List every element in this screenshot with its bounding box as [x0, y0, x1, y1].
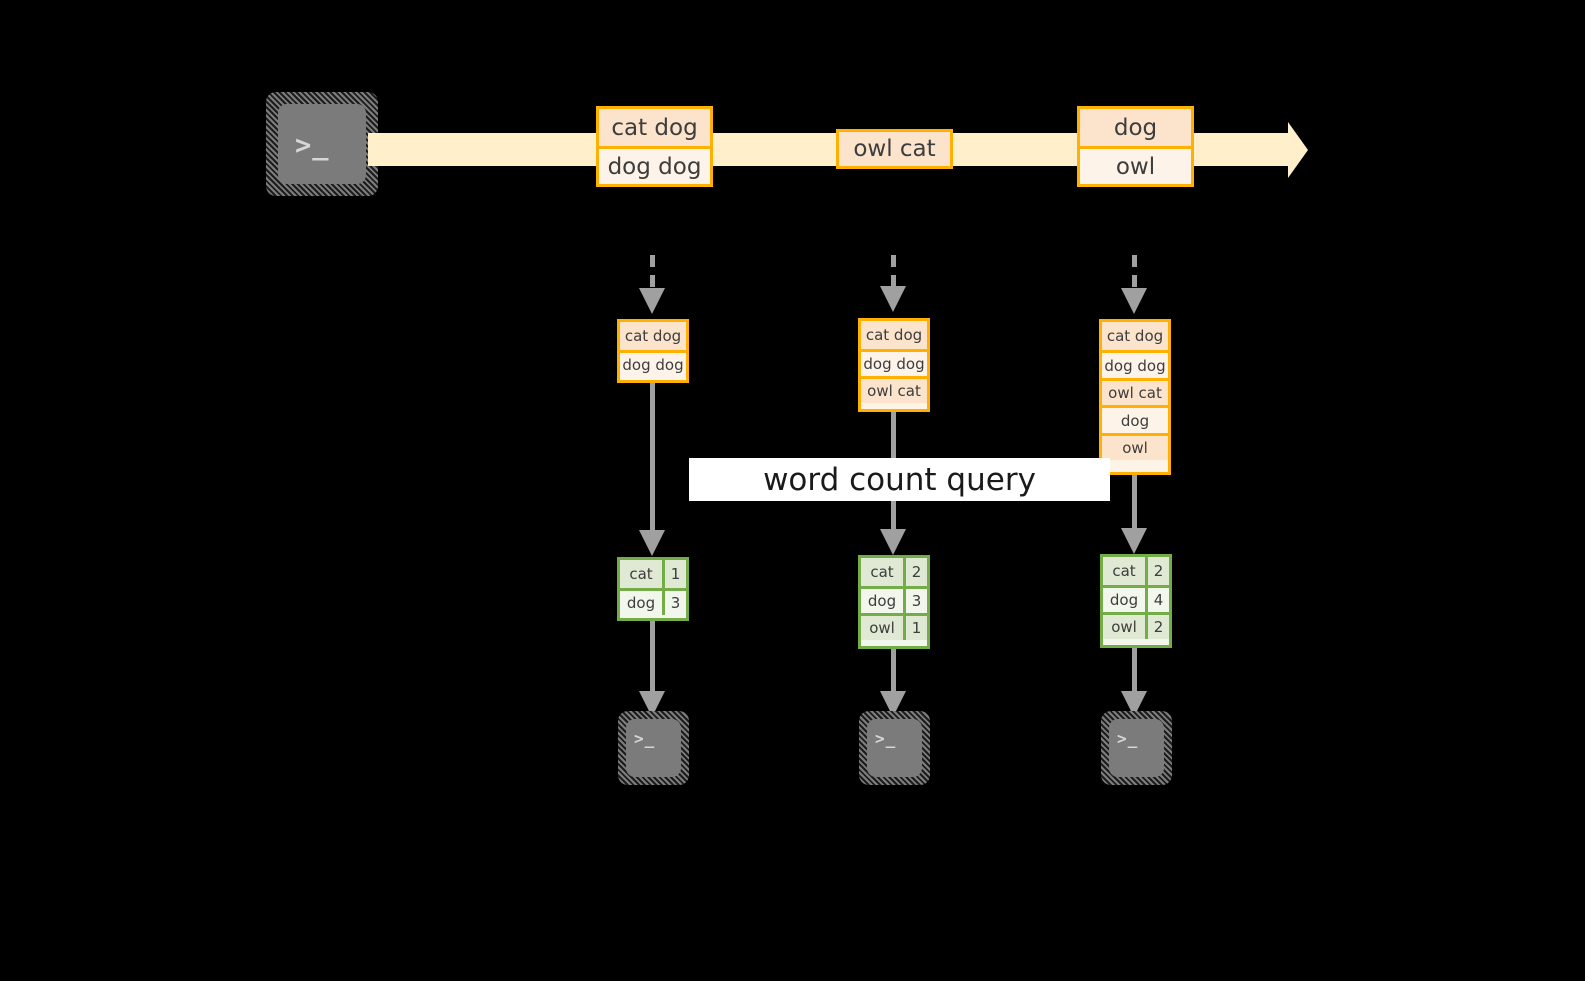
- table-cell-word: dog: [620, 591, 662, 615]
- table-row: owl 1: [861, 613, 927, 640]
- terminal-prompt-glyph: >_: [634, 729, 656, 748]
- table-row: cat 1: [620, 560, 686, 588]
- snapshot-1-feed-line: [650, 255, 655, 295]
- stream-event-line: owl cat: [839, 132, 950, 166]
- terminal-screen: [626, 719, 681, 777]
- snapshot-1-input-line: dog dog: [620, 350, 686, 377]
- snapshot-2-input-line: dog dog: [861, 349, 927, 376]
- table-cell-count: 2: [1145, 615, 1169, 639]
- table-cell-count: 2: [1145, 557, 1169, 585]
- table-row: cat 2: [1103, 557, 1169, 585]
- snapshot-3-input-line: cat dog: [1102, 322, 1168, 350]
- table-cell-word: cat: [861, 558, 903, 586]
- snapshot-3-feed-arrowhead: [1121, 288, 1147, 314]
- terminal-consumer-icon[interactable]: >_: [618, 711, 689, 785]
- snapshot-1-feed-arrowhead: [639, 288, 665, 314]
- snapshot-3-feed-line: [1132, 255, 1137, 295]
- snapshot-1-result-table[interactable]: cat 1 dog 3: [617, 557, 689, 621]
- snapshot-2-result-table[interactable]: cat 2 dog 3 owl 1: [858, 555, 930, 649]
- table-cell-word: dog: [1103, 588, 1145, 612]
- terminal-screen: [867, 719, 922, 777]
- snapshot-2-feed-arrowhead: [880, 286, 906, 312]
- terminal-consumer-icon[interactable]: >_: [1101, 711, 1172, 785]
- terminal-prompt-glyph: >_: [295, 130, 330, 161]
- snapshot-1-output-line: [650, 621, 655, 697]
- terminal-prompt-glyph: >_: [1117, 729, 1139, 748]
- table-cell-word: owl: [1103, 615, 1145, 639]
- snapshot-1-input-box[interactable]: cat dog dog dog: [617, 319, 689, 383]
- snapshot-3-query-line: [1132, 475, 1137, 535]
- stream-event-line: cat dog: [599, 109, 710, 146]
- table-row: owl 2: [1103, 612, 1169, 639]
- snapshot-1-query-line: [650, 383, 655, 535]
- stream-event-group-1[interactable]: cat dog dog dog: [596, 106, 713, 187]
- stream-event-group-3[interactable]: dog owl: [1077, 106, 1194, 187]
- snapshot-3-input-box[interactable]: cat dog dog dog owl cat dog owl: [1099, 319, 1171, 475]
- terminal-screen: [278, 104, 366, 184]
- table-cell-word: owl: [861, 616, 903, 640]
- snapshot-2-query-arrowhead: [880, 529, 906, 555]
- snapshot-3-input-line: owl: [1102, 433, 1168, 460]
- snapshot-1-input-line: cat dog: [620, 322, 686, 350]
- snapshot-2-input-line: owl cat: [861, 376, 927, 403]
- table-cell-count: 2: [903, 558, 927, 586]
- snapshot-3-result-table[interactable]: cat 2 dog 4 owl 2: [1100, 554, 1172, 648]
- stream-event-line: dog dog: [599, 146, 710, 184]
- stream-event-group-2[interactable]: owl cat: [836, 129, 953, 169]
- table-cell-count: 3: [903, 589, 927, 613]
- terminal-screen: [1109, 719, 1164, 777]
- table-row: dog 3: [620, 588, 686, 615]
- snapshot-1-query-arrowhead: [639, 530, 665, 556]
- table-cell-word: cat: [1103, 557, 1145, 585]
- snapshot-3-query-arrowhead: [1121, 528, 1147, 554]
- stream-event-line: dog: [1080, 109, 1191, 146]
- stream-event-line: owl: [1080, 146, 1191, 184]
- terminal-consumer-icon[interactable]: >_: [859, 711, 930, 785]
- terminal-producer-icon[interactable]: >_: [266, 92, 378, 196]
- terminal-prompt-glyph: >_: [875, 729, 897, 748]
- snapshot-2-output-line: [891, 649, 896, 697]
- query-label-band: word count query: [689, 458, 1110, 501]
- table-cell-word: dog: [861, 589, 903, 613]
- table-cell-count: 3: [662, 591, 686, 615]
- query-label-text: word count query: [763, 461, 1036, 498]
- snapshot-3-input-line: owl cat: [1102, 378, 1168, 405]
- table-cell-count: 1: [662, 560, 686, 588]
- table-row: dog 4: [1103, 585, 1169, 612]
- snapshot-2-feed-line: [891, 255, 896, 293]
- snapshot-2-input-box[interactable]: cat dog dog dog owl cat: [858, 318, 930, 412]
- snapshot-3-input-line: dog: [1102, 405, 1168, 433]
- snapshot-2-input-line: cat dog: [861, 321, 927, 349]
- table-cell-word: cat: [620, 560, 662, 588]
- table-cell-count: 1: [903, 616, 927, 640]
- table-cell-count: 4: [1145, 588, 1169, 612]
- snapshot-3-input-line: dog dog: [1102, 350, 1168, 378]
- event-stream-arrowhead: [1288, 122, 1308, 178]
- table-row: cat 2: [861, 558, 927, 586]
- table-row: dog 3: [861, 586, 927, 613]
- snapshot-3-output-line: [1132, 648, 1137, 697]
